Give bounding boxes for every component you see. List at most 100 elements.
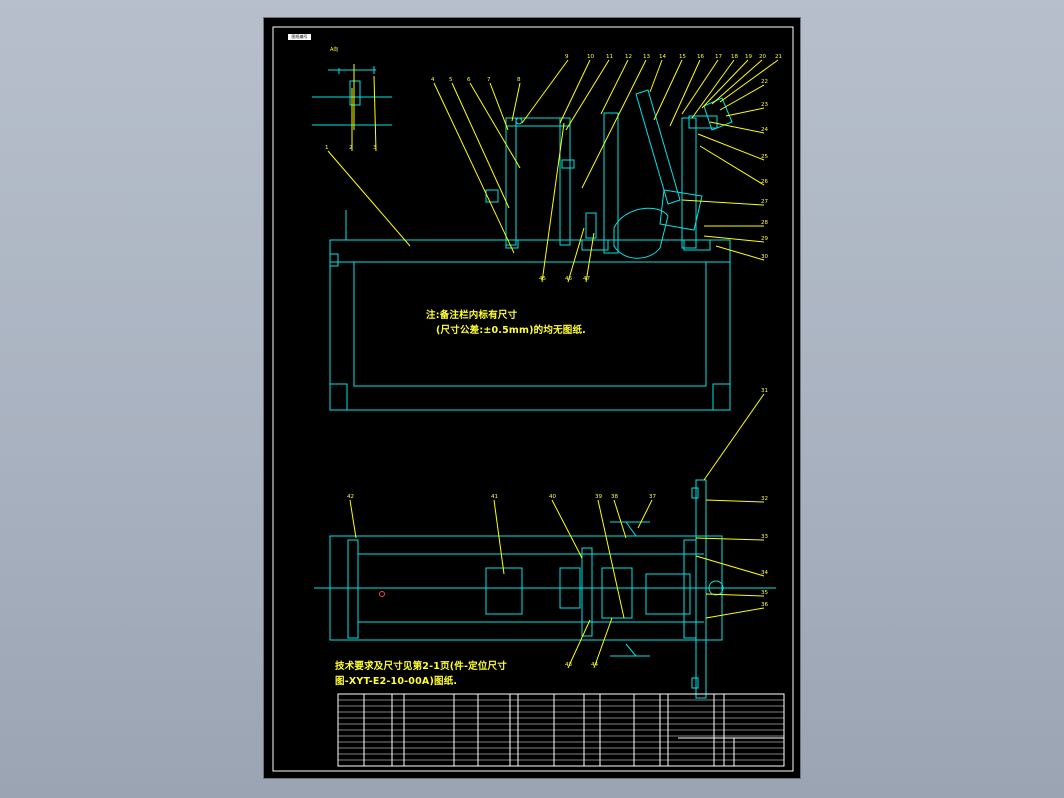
leader-line bbox=[703, 235, 765, 243]
balloon-1: 1 bbox=[325, 145, 329, 151]
balloon-36: 36 bbox=[761, 602, 768, 608]
balloon-42: 42 bbox=[347, 494, 354, 500]
leader-line bbox=[327, 150, 411, 247]
leader-line bbox=[551, 499, 583, 559]
stop-block bbox=[485, 189, 499, 203]
balloon-39: 39 bbox=[595, 494, 602, 500]
base-pad bbox=[581, 239, 609, 251]
leader-line bbox=[653, 59, 683, 121]
inner-border bbox=[272, 26, 794, 772]
plan-marker bbox=[379, 591, 385, 597]
handle-stem bbox=[625, 521, 637, 537]
balloon-16: 16 bbox=[697, 54, 704, 60]
balloon-27: 27 bbox=[761, 199, 768, 205]
leader-line bbox=[637, 499, 653, 529]
balloon-21: 21 bbox=[775, 54, 782, 60]
leader-line bbox=[489, 82, 509, 131]
frame-inner bbox=[353, 261, 707, 387]
frame-outline bbox=[329, 261, 731, 411]
balloon-20: 20 bbox=[759, 54, 766, 60]
leader-line bbox=[593, 617, 613, 669]
clamp-head bbox=[688, 115, 718, 129]
plan-end-plate bbox=[347, 539, 359, 639]
balloon-24: 24 bbox=[761, 127, 768, 133]
leader-line bbox=[597, 499, 625, 619]
pin-block bbox=[561, 159, 575, 169]
balloon-47: 47 bbox=[583, 276, 590, 282]
frame-foot-left bbox=[329, 383, 348, 411]
leader-line bbox=[567, 619, 591, 669]
vertical-rail bbox=[695, 479, 707, 699]
leader-line bbox=[703, 393, 765, 481]
leader-line bbox=[493, 499, 505, 575]
balloon-5: 5 bbox=[449, 77, 453, 83]
column-cap bbox=[505, 117, 571, 127]
balloon-29: 29 bbox=[761, 236, 768, 242]
leader-line bbox=[649, 59, 663, 93]
leader-line bbox=[719, 59, 779, 103]
column-right bbox=[603, 112, 619, 254]
leader-line bbox=[433, 82, 515, 254]
leader-line bbox=[711, 59, 763, 105]
leader-line bbox=[565, 59, 610, 131]
leader-line bbox=[349, 499, 357, 539]
balloon-3: 3 bbox=[373, 145, 377, 151]
balloon-6: 6 bbox=[467, 77, 471, 83]
slide-block bbox=[585, 212, 597, 239]
leader-line bbox=[451, 82, 510, 209]
balloon-11: 11 bbox=[606, 54, 613, 60]
rail-stop bbox=[691, 677, 699, 689]
note-line-2: (尺寸公差:±0.5mm)的均无图纸. bbox=[436, 325, 586, 336]
balloon-31: 31 bbox=[761, 388, 768, 394]
leader-line bbox=[681, 59, 719, 115]
balloon-25: 25 bbox=[761, 154, 768, 160]
top-view-clamp bbox=[349, 80, 361, 106]
top-view-label: A向 bbox=[330, 46, 338, 53]
balloon-35: 35 bbox=[761, 590, 768, 596]
balloon-37: 37 bbox=[649, 494, 656, 500]
plan-block bbox=[645, 573, 691, 615]
plan-fixture-1 bbox=[485, 567, 523, 615]
balloon-17: 17 bbox=[715, 54, 722, 60]
leader-line bbox=[705, 607, 765, 619]
balloon-38: 38 bbox=[611, 494, 618, 500]
leader-line bbox=[705, 593, 765, 597]
balloon-26: 26 bbox=[761, 179, 768, 185]
balloon-19: 19 bbox=[745, 54, 752, 60]
balloon-10: 10 bbox=[587, 54, 594, 60]
balloon-18: 18 bbox=[731, 54, 738, 60]
balloon-28: 28 bbox=[761, 220, 768, 226]
column-middle bbox=[559, 117, 571, 246]
leader-line bbox=[695, 537, 765, 541]
leader-line bbox=[521, 59, 569, 124]
leader-line bbox=[511, 82, 521, 122]
balloon-45: 45 bbox=[539, 276, 546, 282]
balloon-23: 23 bbox=[761, 102, 768, 108]
leader-line bbox=[697, 133, 765, 161]
sheet-tag: 图纸编号 bbox=[288, 34, 311, 40]
leader-line bbox=[373, 75, 377, 152]
balloon-4: 4 bbox=[431, 77, 435, 83]
plan-knob bbox=[708, 580, 724, 596]
balloon-9: 9 bbox=[565, 54, 569, 60]
balloon-44: 44 bbox=[591, 662, 598, 668]
plan-plate bbox=[581, 547, 593, 637]
leader-line bbox=[613, 499, 627, 539]
leader-line bbox=[695, 555, 765, 577]
leader-line bbox=[715, 245, 765, 261]
leader-line bbox=[567, 227, 585, 283]
balloon-22: 22 bbox=[761, 79, 768, 85]
tech-requirement-line-1: 技术要求及尺寸见第2-1页(件-定位尺寸 bbox=[335, 661, 507, 672]
leader-line bbox=[541, 122, 565, 283]
cam-lever bbox=[613, 207, 669, 259]
balloon-13: 13 bbox=[643, 54, 650, 60]
leader-line bbox=[691, 59, 735, 119]
balloon-34: 34 bbox=[761, 570, 768, 576]
plan-fixture-2 bbox=[559, 567, 581, 609]
base-beam bbox=[329, 239, 731, 263]
balloon-30: 30 bbox=[761, 254, 768, 260]
note-line-1: 注:备注栏内标有尺寸 bbox=[426, 310, 518, 321]
handle-stem bbox=[625, 643, 637, 657]
